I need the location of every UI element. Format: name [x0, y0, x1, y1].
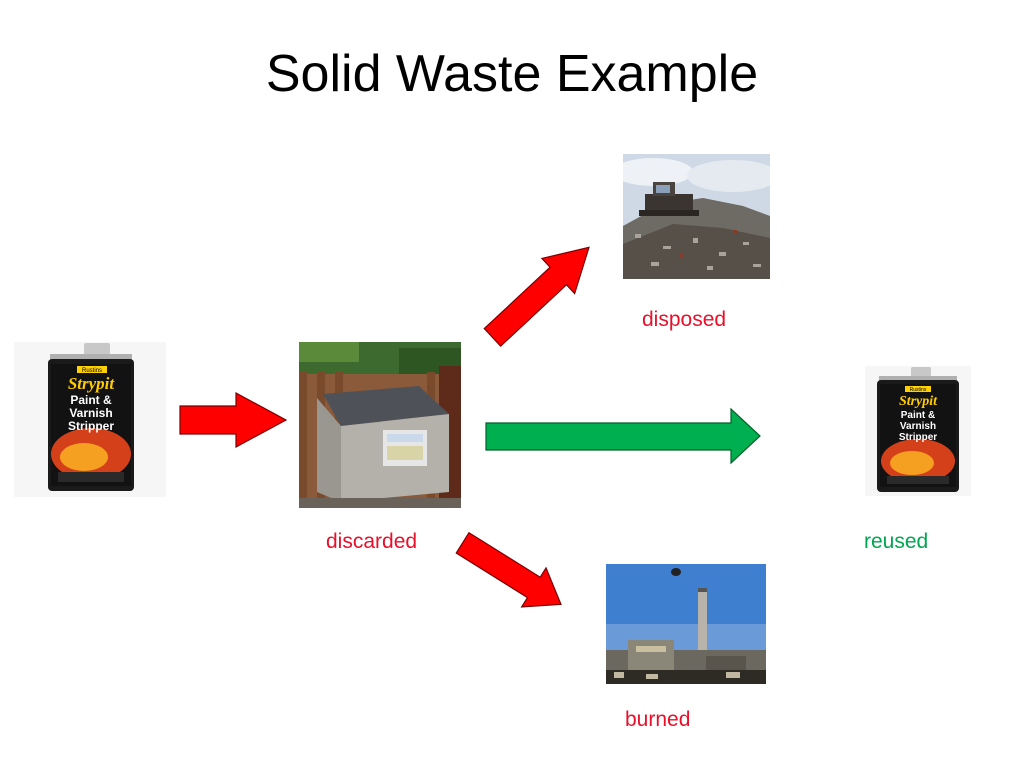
can-line2-text-reused: Varnish: [900, 421, 936, 432]
paint-can-reused-image: Rustins Strypit Paint & Varnish Stripper: [865, 366, 971, 496]
can-line2-text: Varnish: [69, 406, 112, 420]
can-brand-text: Strypit: [68, 374, 116, 393]
arrow-to-disposed: [483, 246, 590, 347]
label-burned: burned: [625, 708, 691, 731]
can-brand-small-text: Rustins: [82, 368, 102, 374]
incinerator-image: [606, 564, 766, 684]
can-line3-text-reused: Stripper: [899, 432, 937, 443]
incinerator-photo-icon: [606, 564, 766, 684]
label-discarded: discarded: [326, 530, 418, 553]
can-line1-text: Paint &: [70, 393, 112, 407]
slide-title: Solid Waste Example: [265, 45, 759, 103]
arrow-to-reused: [485, 407, 761, 465]
dumpster-photo-icon: [299, 342, 461, 508]
landfill-photo-icon: [623, 154, 770, 279]
label-reused: reused: [864, 530, 929, 553]
paint-stripper-can-icon-reused: Rustins Strypit Paint & Varnish Stripper: [865, 366, 971, 496]
landfill-image: [623, 154, 770, 279]
arrow-to-burned: [455, 531, 562, 608]
can-line1-text-reused: Paint &: [901, 410, 935, 421]
can-brand-text-reused: Strypit: [899, 394, 938, 409]
arrow-to-discarded: [179, 391, 288, 449]
can-brand-small-text-reused: Rustins: [910, 387, 927, 393]
dumpster-image: [299, 342, 461, 508]
label-disposed: disposed: [642, 308, 727, 331]
can-line3-text: Stripper: [68, 419, 114, 433]
paint-stripper-can-icon: Rustins Strypit Paint & Varnish Stripper: [14, 342, 166, 497]
paint-can-discarded-image: Rustins Strypit Paint & Varnish Stripper: [14, 342, 166, 497]
